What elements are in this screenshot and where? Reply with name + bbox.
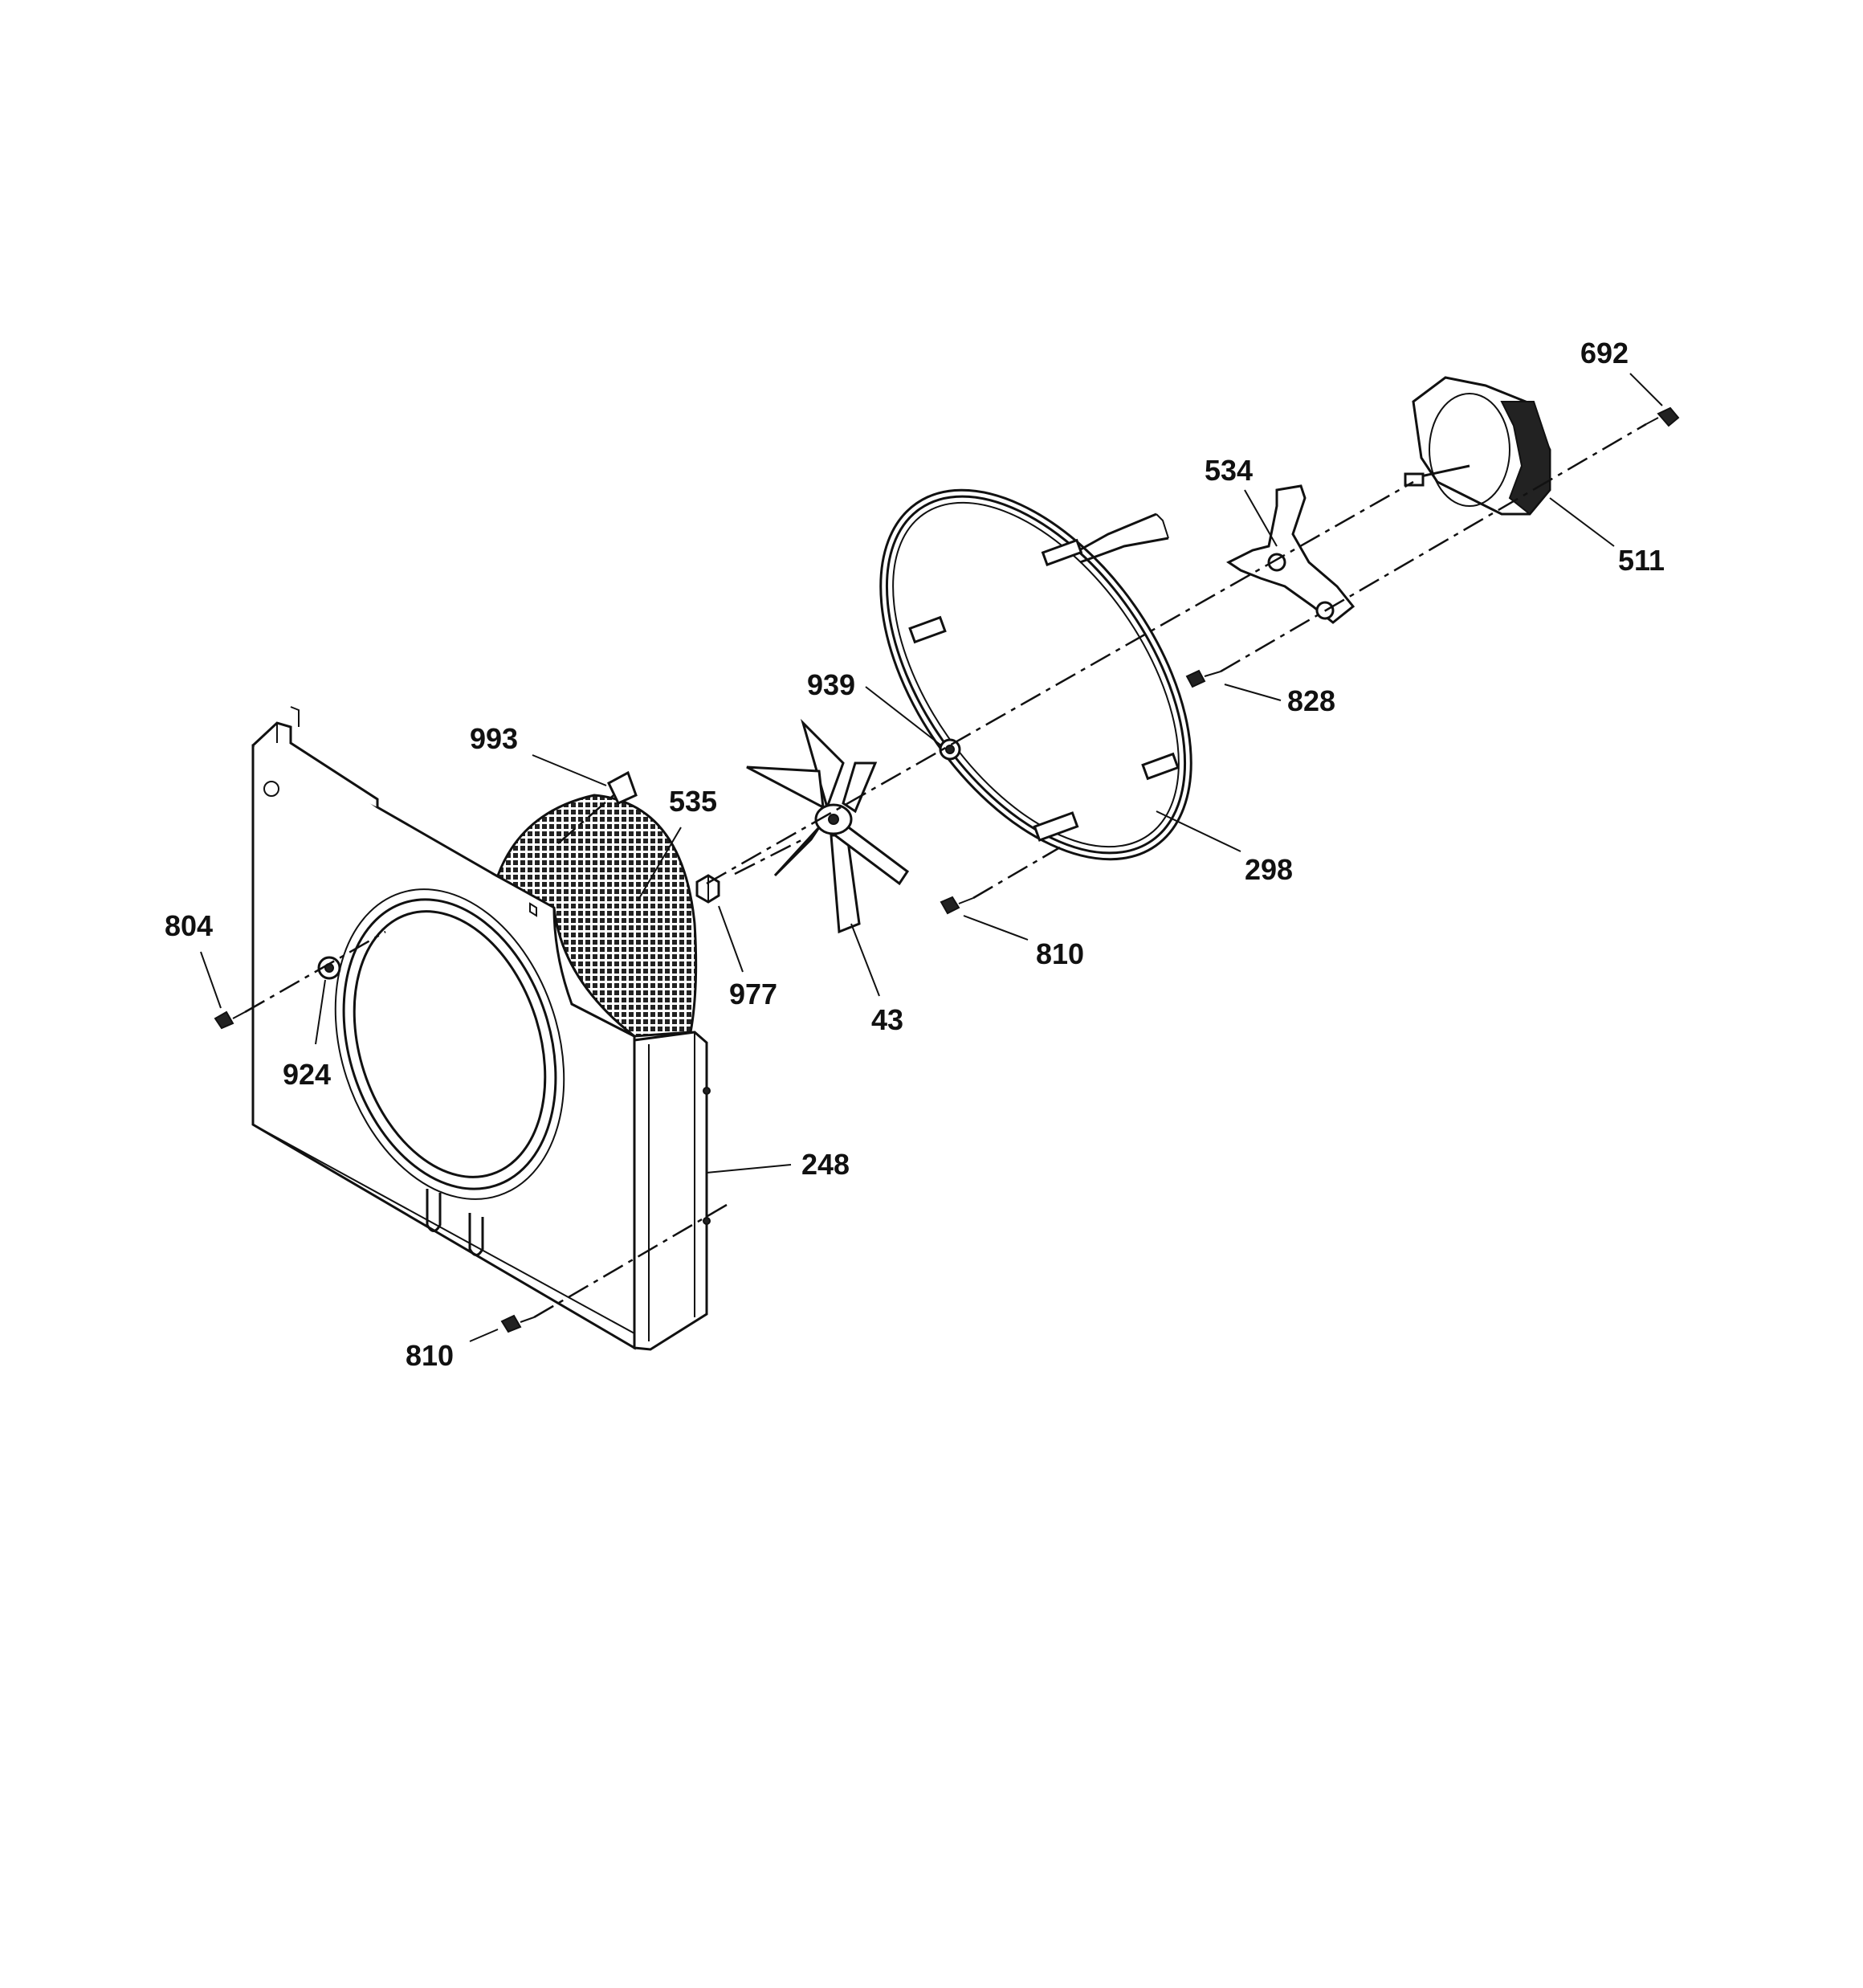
- screw-828: [1185, 669, 1221, 688]
- label-43: 43: [871, 1003, 903, 1036]
- label-939: 939: [807, 668, 855, 701]
- screw-810-lower: [500, 1314, 535, 1333]
- leader-lines: [200, 373, 1663, 1342]
- alignment-lines: [244, 423, 1647, 1319]
- screw-810-upper: [940, 896, 974, 915]
- clip-993: [607, 770, 638, 805]
- fan-nut: [695, 874, 720, 904]
- label-692: 692: [1580, 337, 1629, 369]
- heating-element-ring: [879, 488, 1192, 861]
- washer: [939, 738, 961, 761]
- part-labels: 692 534 511 939 828 993 535 298 804 977 …: [165, 337, 1665, 1372]
- label-810-lower: 810: [406, 1339, 454, 1372]
- screw-804: [214, 1010, 246, 1030]
- label-511: 511: [1618, 544, 1665, 577]
- screw-692: [1645, 406, 1680, 427]
- label-534: 534: [1205, 454, 1253, 487]
- label-810-upper: 810: [1036, 937, 1084, 970]
- label-298: 298: [1245, 853, 1293, 886]
- motor-bracket: [1226, 484, 1355, 624]
- label-828: 828: [1287, 684, 1335, 717]
- fan-blade: [746, 718, 910, 934]
- label-993: 993: [470, 722, 518, 755]
- fan-motor: [1404, 376, 1551, 516]
- label-535: 535: [669, 785, 717, 818]
- label-804: 804: [165, 909, 213, 942]
- label-977: 977: [729, 978, 777, 1010]
- fan-shroud-panel: [251, 706, 711, 1351]
- label-924: 924: [283, 1058, 331, 1091]
- mesh-screen: [491, 794, 698, 1038]
- label-248: 248: [801, 1148, 850, 1181]
- bushing-924: [317, 956, 341, 980]
